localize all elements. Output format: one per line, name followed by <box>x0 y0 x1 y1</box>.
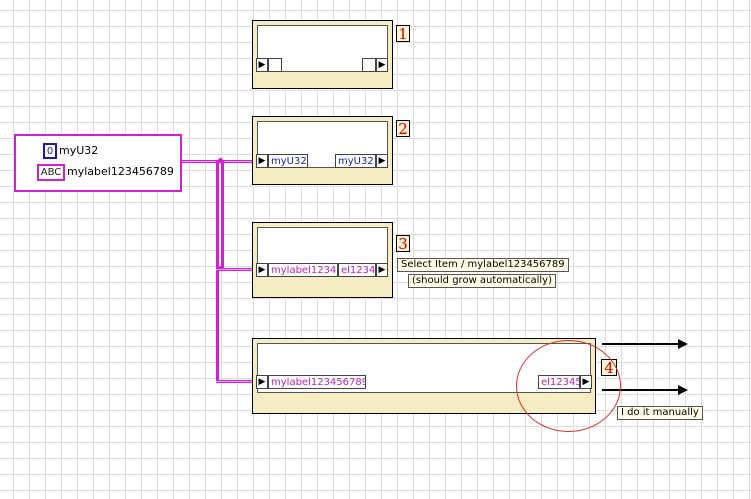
input-tunnel-3[interactable]: ▶ <box>256 263 268 277</box>
note-select-item: Select Item / mylabel123456789 <box>397 258 569 272</box>
note-should-grow: (should grow automatically) <box>408 274 556 288</box>
output-terminal-2[interactable]: myU32 <box>335 154 376 168</box>
arrow-line-bottom <box>602 389 678 391</box>
numeric-label: myU32 <box>59 144 99 157</box>
numeric-indicator[interactable]: 0 <box>43 143 57 159</box>
input-tunnel-1[interactable]: ▶ <box>256 58 268 72</box>
output-tunnel-3[interactable]: ▶ <box>376 263 388 277</box>
arrow-line-top <box>602 343 678 345</box>
input-terminal-1[interactable] <box>268 58 282 72</box>
wire-to-struct-4[interactable] <box>216 380 255 383</box>
arrowhead-right-icon <box>678 385 688 395</box>
input-terminal-2[interactable]: myU32 <box>268 154 308 168</box>
input-tunnel-4[interactable]: ▶ <box>256 375 268 389</box>
highlight-circle <box>516 340 621 432</box>
input-terminal-4[interactable]: mylabel123456789 <box>268 375 366 389</box>
structure-number-2: 2 <box>396 120 410 137</box>
output-tunnel-1[interactable]: ▶ <box>376 58 388 72</box>
note-manual: I do it manually <box>617 406 703 420</box>
output-terminal-3[interactable]: el12345 <box>338 263 376 277</box>
wire-to-struct-3[interactable] <box>216 268 255 271</box>
cluster-bundle[interactable] <box>14 134 182 192</box>
output-terminal-1[interactable] <box>362 58 376 72</box>
wire-trunk-1[interactable] <box>216 160 219 382</box>
wire-trunk-2[interactable] <box>221 160 224 270</box>
input-terminal-3[interactable]: mylabel12345 <box>268 263 338 277</box>
structure-number-1: 1 <box>396 25 410 42</box>
structure-number-3: 3 <box>396 235 410 252</box>
string-indicator[interactable]: ABC <box>37 164 65 181</box>
input-tunnel-2[interactable]: ▶ <box>256 154 268 168</box>
output-tunnel-2[interactable]: ▶ <box>376 154 388 168</box>
arrowhead-right-icon <box>678 339 688 349</box>
wire-junction <box>218 158 223 163</box>
string-label: mylabel123456789 <box>67 165 174 178</box>
